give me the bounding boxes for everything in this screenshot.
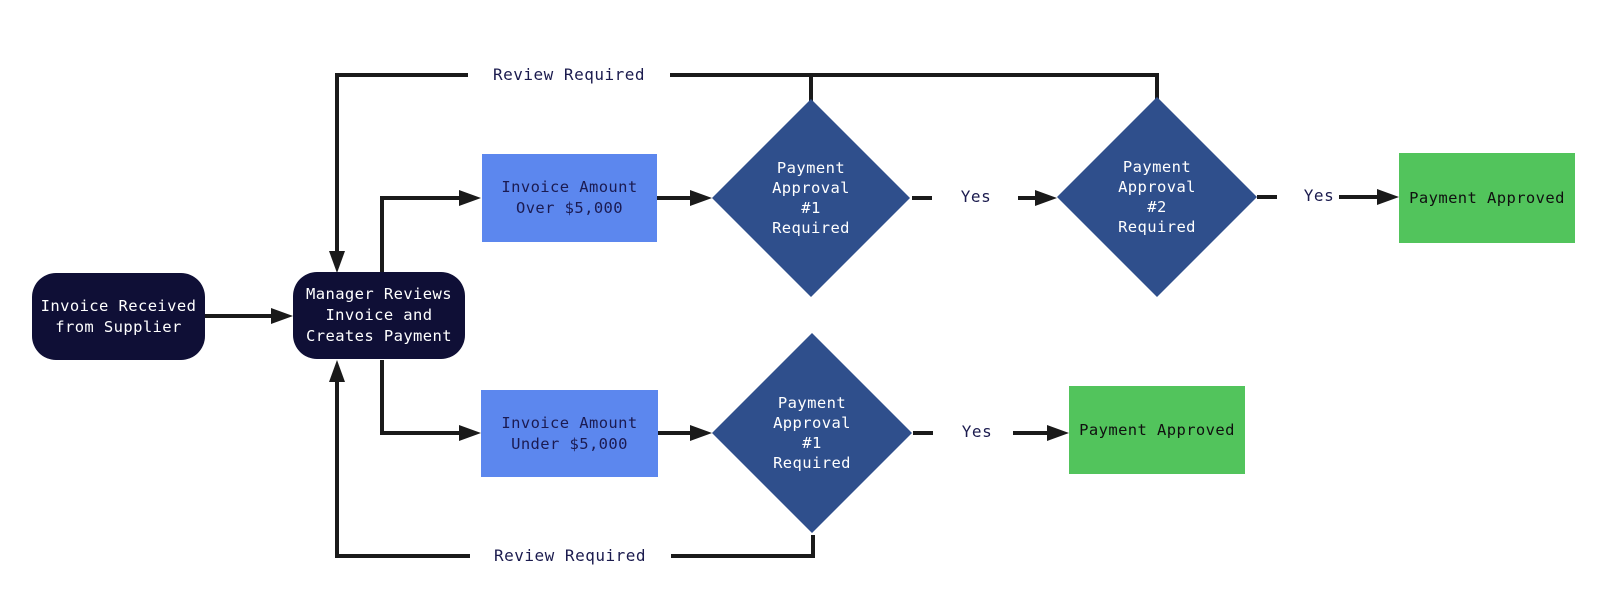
connector-review-bottom-left bbox=[335, 554, 470, 558]
connector-yes-to-approved-bottom bbox=[1013, 431, 1047, 435]
arrowhead-yes-to-approved-top bbox=[1377, 189, 1399, 205]
arrowhead-under-to-approval1 bbox=[690, 425, 712, 441]
arrowhead-branch-to-under bbox=[459, 425, 481, 441]
arrowhead-yes-to-approved-bottom bbox=[1047, 425, 1069, 441]
connector-review-top-left bbox=[335, 73, 468, 77]
connector-branch-to-over bbox=[380, 196, 459, 200]
connector-review-top-down bbox=[335, 73, 339, 251]
node-payment-approved-bottom: Payment Approved bbox=[1069, 386, 1245, 474]
arrowhead-review-bottom-into-manager bbox=[329, 360, 345, 382]
edge-label-yes-bottom: Yes bbox=[947, 420, 1007, 444]
node-invoice-amount-over: Invoice Amount Over $5,000 bbox=[482, 154, 657, 242]
connector-approval2-top-stub bbox=[1155, 73, 1159, 99]
connector-approval1-top-dash bbox=[912, 196, 932, 200]
decision-payment-approval-1-top: Payment Approval #1 Required bbox=[712, 99, 910, 297]
decision-payment-approval-1-bottom: Payment Approval #1 Required bbox=[712, 333, 912, 533]
arrowhead-over-to-approval1 bbox=[690, 190, 712, 206]
connector-branch-up bbox=[380, 196, 384, 273]
connector-over-to-approval1 bbox=[657, 196, 690, 200]
connector-under-to-approval1 bbox=[658, 431, 690, 435]
connector-yes-to-approval2 bbox=[1018, 196, 1035, 200]
connector-start-to-manager bbox=[205, 314, 273, 318]
arrowhead-branch-to-over bbox=[459, 190, 481, 206]
edge-label-review-required-top: Review Required bbox=[469, 63, 669, 87]
node-invoice-received: Invoice Received from Supplier bbox=[32, 273, 205, 360]
decision-payment-approval-2: Payment Approval #2 Required bbox=[1057, 97, 1257, 297]
arrowhead-review-top-into-manager bbox=[329, 251, 345, 273]
node-manager-reviews: Manager Reviews Invoice and Creates Paym… bbox=[293, 272, 465, 359]
connector-approval1-bottom-tail bbox=[811, 535, 815, 558]
connector-yes-to-approved-top bbox=[1339, 195, 1377, 199]
connector-approval1-top-stub bbox=[809, 73, 813, 101]
connector-review-top-right bbox=[670, 73, 1159, 77]
connector-branch-down bbox=[380, 360, 384, 435]
arrowhead-yes-to-approval2 bbox=[1035, 190, 1057, 206]
node-payment-approved-top: Payment Approved bbox=[1399, 153, 1575, 243]
edge-label-yes-top-1: Yes bbox=[946, 185, 1006, 209]
connector-review-bottom-up bbox=[335, 382, 339, 558]
edge-label-review-required-bottom: Review Required bbox=[470, 544, 670, 568]
edge-label-yes-top-2: Yes bbox=[1289, 184, 1349, 208]
connector-branch-to-under bbox=[380, 431, 459, 435]
connector-approval1-bottom-dash bbox=[913, 431, 933, 435]
connector-review-bottom-right bbox=[671, 554, 815, 558]
connector-approval2-dash bbox=[1257, 195, 1277, 199]
arrowhead-start-to-manager bbox=[271, 308, 293, 324]
node-invoice-amount-under: Invoice Amount Under $5,000 bbox=[481, 390, 658, 477]
